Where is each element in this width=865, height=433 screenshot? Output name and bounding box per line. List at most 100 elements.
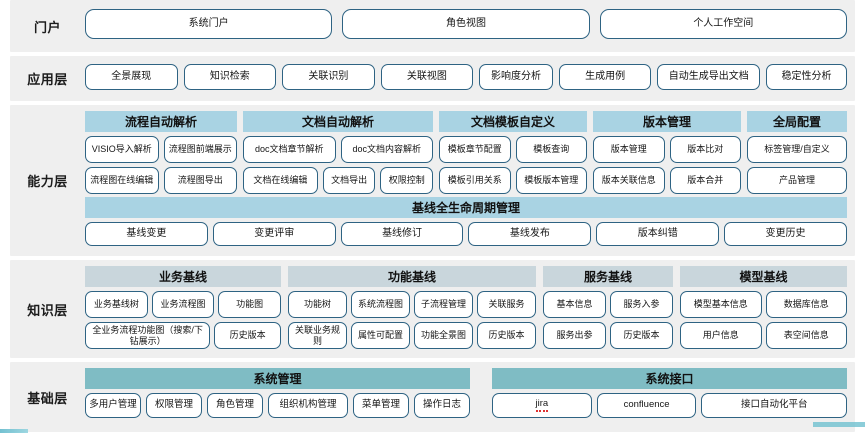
fd-item-confluence[interactable]: confluence xyxy=(596,393,697,418)
kn-item-history-version[interactable]: 历史版本 xyxy=(610,322,673,349)
kn-item-business-baseline-tree[interactable]: 业务基线树 xyxy=(85,291,148,318)
portal-item-role-view[interactable]: 角色视图 xyxy=(342,9,590,39)
cap-item-template-query[interactable]: 模板查询 xyxy=(515,136,587,163)
cap-item-doc-content-parse[interactable]: doc文档内容解析 xyxy=(340,136,433,163)
cap-item-template-reference[interactable]: 模板引用关系 xyxy=(439,167,511,194)
capability-row: 模板章节配置 模板查询 xyxy=(439,136,587,163)
cap-item-visio-import-parse[interactable]: VISIO导入解析 xyxy=(85,136,159,163)
group-header-doc-template: 文档模板自定义 xyxy=(439,111,587,132)
layer-application-body: 全景展现 知识检索 关联识别 关联视图 影响度分析 生成用例 自动生成导出文档 … xyxy=(85,56,855,101)
knowledge-row: 服务出参 历史版本 xyxy=(543,322,673,349)
kn-item-service-input-param[interactable]: 服务入参 xyxy=(610,291,673,318)
fd-item-operation-log[interactable]: 操作日志 xyxy=(414,393,470,418)
capability-row: 产品管理 xyxy=(747,167,847,194)
knowledge-row: 全业务流程功能图（搜索/下钻展示） 历史版本 xyxy=(85,322,281,349)
kn-item-attribute-configurable[interactable]: 属性可配置 xyxy=(351,322,410,349)
cap-item-version-relation-info[interactable]: 版本关联信息 xyxy=(593,167,665,194)
cap-item-version-compare[interactable]: 版本比对 xyxy=(669,136,741,163)
kn-item-model-basic-info[interactable]: 模型基本信息 xyxy=(680,291,762,318)
cap-item-product-mgmt[interactable]: 产品管理 xyxy=(747,167,847,194)
capability-row: 模板引用关系 模板版本管理 xyxy=(439,167,587,194)
lifecycle-item-baseline-change[interactable]: 基线变更 xyxy=(85,222,208,246)
portal-item-system-portal[interactable]: 系统门户 xyxy=(85,9,333,39)
kn-item-history-version[interactable]: 历史版本 xyxy=(214,322,281,349)
lifecycle-item-baseline-revision[interactable]: 基线修订 xyxy=(340,222,464,246)
knowledge-row: 模型基本信息 数据库信息 xyxy=(680,291,847,318)
layer-capability: 能力层 流程自动解析 VISIO导入解析 流程图前端展示 流程图在线编辑 流程图… xyxy=(10,105,855,256)
decorative-accent-right xyxy=(813,422,865,427)
app-item-auto-export-doc[interactable]: 自动生成导出文档 xyxy=(657,64,761,90)
layer-foundation: 基础层 系统管理 多用户管理 权限管理 角色管理 组织机构管理 菜单管理 操作日… xyxy=(10,362,855,432)
app-item-knowledge-search[interactable]: 知识检索 xyxy=(183,64,277,90)
app-item-generate-usecase[interactable]: 生成用例 xyxy=(558,64,652,90)
app-item-impact-analysis[interactable]: 影响度分析 xyxy=(479,64,553,90)
kn-item-full-business-process-function-map[interactable]: 全业务流程功能图（搜索/下钻展示） xyxy=(85,322,211,349)
group-header-version-mgmt: 版本管理 xyxy=(593,111,741,132)
kn-item-tablespace-info[interactable]: 表空间信息 xyxy=(765,322,847,349)
cap-item-version-management[interactable]: 版本管理 xyxy=(593,136,665,163)
kn-item-user-info[interactable]: 用户信息 xyxy=(680,322,762,349)
capability-row: 版本管理 版本比对 xyxy=(593,136,741,163)
kn-item-function-tree[interactable]: 功能树 xyxy=(288,291,347,318)
cap-item-doc-chapter-parse[interactable]: doc文档章节解析 xyxy=(243,136,336,163)
cap-item-doc-online-edit[interactable]: 文档在线编辑 xyxy=(243,167,318,194)
portal-item-personal-workspace[interactable]: 个人工作空间 xyxy=(599,9,847,39)
fd-item-permission-mgmt[interactable]: 权限管理 xyxy=(146,393,202,418)
group-header-global-config: 全局配置 xyxy=(747,111,847,132)
kn-item-database-info[interactable]: 数据库信息 xyxy=(765,291,847,318)
kn-item-system-flowchart[interactable]: 系统流程图 xyxy=(351,291,410,318)
capability-lifecycle: 基线全生命周期管理 基线变更 变更评审 基线修订 基线发布 版本纠错 变更历史 xyxy=(85,197,847,246)
lifecycle-item-change-history[interactable]: 变更历史 xyxy=(724,222,847,246)
fd-item-jira[interactable]: jira xyxy=(492,393,592,418)
app-item-panorama[interactable]: 全景展现 xyxy=(85,64,178,90)
cap-item-flowchart-online-edit[interactable]: 流程图在线编辑 xyxy=(85,167,159,194)
cap-item-tag-mgmt-custom[interactable]: 标签管理/自定义 xyxy=(747,136,847,163)
app-item-relation-recognition[interactable]: 关联识别 xyxy=(282,64,375,90)
kn-item-subprocess-mgmt[interactable]: 子流程管理 xyxy=(414,291,473,318)
cap-item-doc-export[interactable]: 文档导出 xyxy=(322,167,376,194)
foundation-group-system-mgmt: 系统管理 多用户管理 权限管理 角色管理 组织机构管理 菜单管理 操作日志 xyxy=(85,368,470,418)
cap-item-version-merge[interactable]: 版本合并 xyxy=(669,167,741,194)
cap-item-template-chapter-config[interactable]: 模板章节配置 xyxy=(439,136,511,163)
cap-item-permission-control[interactable]: 权限控制 xyxy=(380,167,434,194)
cap-item-flowchart-export[interactable]: 流程图导出 xyxy=(163,167,237,194)
layer-foundation-label: 基础层 xyxy=(27,390,68,406)
fd-item-multi-user-mgmt[interactable]: 多用户管理 xyxy=(85,393,141,418)
foundation-group-system-interface: 系统接口 jira confluence 接口自动化平台 xyxy=(492,368,848,418)
fd-item-role-mgmt[interactable]: 角色管理 xyxy=(207,393,263,418)
kn-item-service-output-param[interactable]: 服务出参 xyxy=(543,322,606,349)
layer-application: 应用层 全景展现 知识检索 关联识别 关联视图 影响度分析 生成用例 自动生成导… xyxy=(10,56,855,101)
group-header-doc-parsing: 文档自动解析 xyxy=(243,111,433,132)
cap-item-template-version-mgmt[interactable]: 模板版本管理 xyxy=(515,167,587,194)
cap-item-flowchart-frontend-display[interactable]: 流程图前端展示 xyxy=(163,136,237,163)
app-item-stability-analysis[interactable]: 稳定性分析 xyxy=(766,64,848,90)
kn-item-business-flowchart[interactable]: 业务流程图 xyxy=(151,291,215,318)
knowledge-row: 功能树 系统流程图 子流程管理 关联服务 xyxy=(288,291,536,318)
group-header-business-baseline: 业务基线 xyxy=(85,266,281,287)
app-item-relation-view[interactable]: 关联视图 xyxy=(380,64,474,90)
group-header-function-baseline: 功能基线 xyxy=(288,266,536,287)
knowledge-group-service-baseline: 服务基线 基本信息 服务入参 服务出参 历史版本 xyxy=(543,266,673,349)
kn-item-function-panorama[interactable]: 功能全景图 xyxy=(414,322,473,349)
capability-group-global-config: 全局配置 标签管理/自定义 产品管理 xyxy=(747,111,847,194)
layer-knowledge-body: 业务基线 业务基线树 业务流程图 功能图 全业务流程功能图（搜索/下钻展示） 历… xyxy=(85,260,855,358)
fd-item-interface-automation-platform[interactable]: 接口自动化平台 xyxy=(701,393,848,418)
fd-item-menu-mgmt[interactable]: 菜单管理 xyxy=(353,393,409,418)
kn-item-basic-info[interactable]: 基本信息 xyxy=(543,291,606,318)
kn-item-related-business-rules[interactable]: 关联业务规则 xyxy=(288,322,347,349)
lifecycle-row: 基线变更 变更评审 基线修订 基线发布 版本纠错 变更历史 xyxy=(85,222,847,246)
lifecycle-item-version-correction[interactable]: 版本纠错 xyxy=(596,222,720,246)
layer-portal-body: 系统门户 角色视图 个人工作空间 xyxy=(85,0,855,52)
lifecycle-item-change-review[interactable]: 变更评审 xyxy=(212,222,336,246)
portal-items-row: 系统门户 角色视图 个人工作空间 xyxy=(85,6,847,42)
capability-row: 流程图在线编辑 流程图导出 xyxy=(85,167,237,194)
kn-item-history-version[interactable]: 历史版本 xyxy=(477,322,536,349)
knowledge-row: 基本信息 服务入参 xyxy=(543,291,673,318)
fd-item-org-structure-mgmt[interactable]: 组织机构管理 xyxy=(268,393,348,418)
knowledge-row: 关联业务规则 属性可配置 功能全景图 历史版本 xyxy=(288,322,536,349)
layer-capability-body: 流程自动解析 VISIO导入解析 流程图前端展示 流程图在线编辑 流程图导出 文… xyxy=(85,105,855,256)
layer-foundation-body: 系统管理 多用户管理 权限管理 角色管理 组织机构管理 菜单管理 操作日志 系统… xyxy=(85,362,855,432)
kn-item-related-service[interactable]: 关联服务 xyxy=(477,291,536,318)
lifecycle-item-baseline-release[interactable]: 基线发布 xyxy=(468,222,592,246)
kn-item-function-diagram[interactable]: 功能图 xyxy=(218,291,282,318)
